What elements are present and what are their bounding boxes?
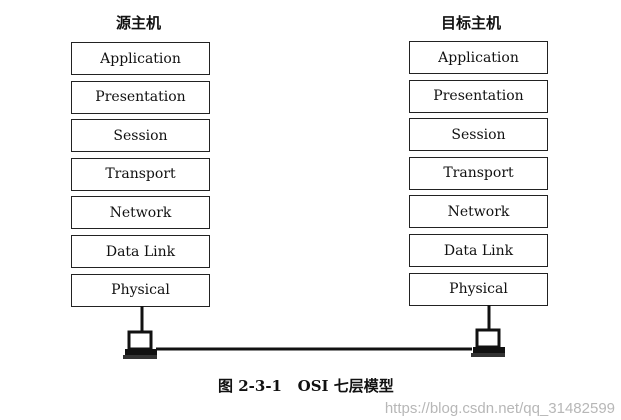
source-computer-icon — [123, 330, 157, 359]
layer-transport: Transport — [71, 157, 210, 191]
layer-session: Session — [71, 119, 210, 153]
layer-presentation: Presentation — [71, 80, 210, 114]
layer-physical: Physical — [409, 272, 548, 306]
layer-application: Application — [71, 42, 210, 75]
layer-presentation: Presentation — [409, 79, 548, 113]
layer-session: Session — [409, 118, 548, 152]
target-host-title: 目标主机 — [441, 14, 502, 32]
layer-transport: Transport — [409, 156, 548, 190]
layer-data-link: Data Link — [71, 235, 210, 268]
watermark: https://blog.csdn.net/qq_31482599 — [384, 400, 615, 417]
figure-caption: 图 2-3-1 OSI 七层模型 — [218, 377, 394, 395]
source-host-title: 源主机 — [116, 14, 162, 32]
target-computer-icon — [471, 328, 505, 357]
layer-network: Network — [409, 195, 548, 229]
layer-network: Network — [71, 196, 210, 230]
layer-data-link: Data Link — [409, 234, 548, 267]
layer-physical: Physical — [71, 273, 210, 307]
layer-application: Application — [409, 41, 548, 74]
